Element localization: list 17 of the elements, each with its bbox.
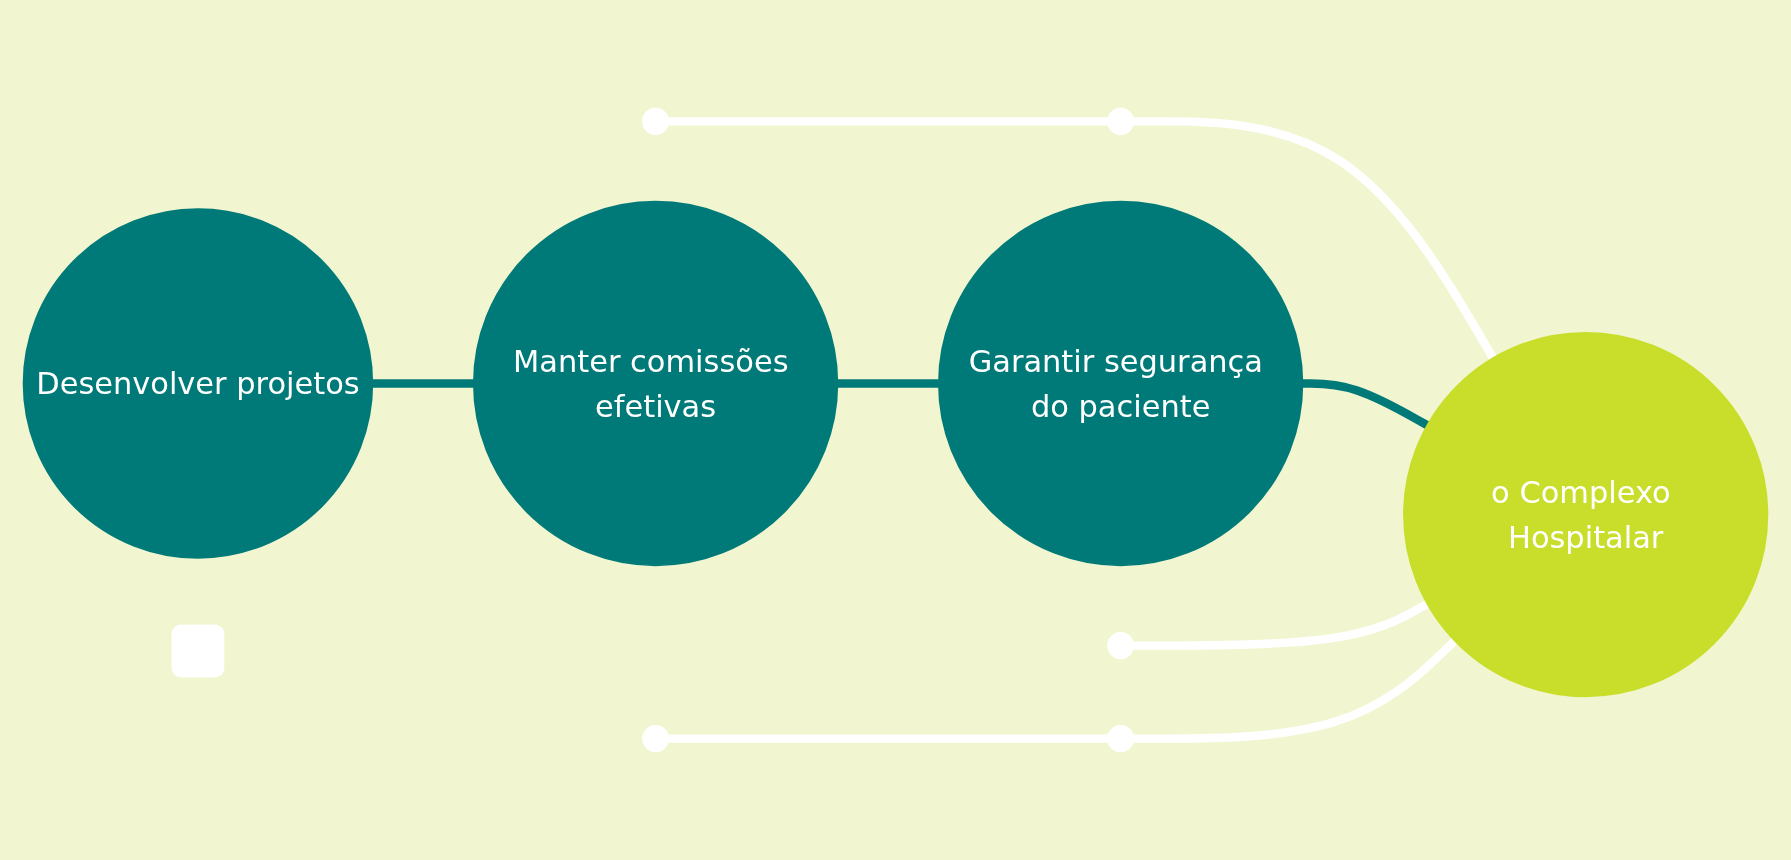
connector bbox=[837, 379, 939, 388]
node-circle bbox=[1107, 725, 1135, 753]
connector bbox=[668, 117, 1108, 126]
node-circle bbox=[1107, 632, 1135, 660]
connector bbox=[1133, 600, 1430, 650]
connector bbox=[668, 734, 1108, 743]
connector bbox=[1133, 117, 1497, 361]
node-circle: Manter comissões efetivas bbox=[472, 200, 839, 567]
connector bbox=[1133, 637, 1458, 743]
connector bbox=[1302, 379, 1430, 429]
connector bbox=[372, 379, 474, 388]
node-circle: Desenvolver projetos bbox=[22, 208, 374, 559]
node-circle bbox=[1107, 107, 1135, 135]
node-circle: Garantir segurança do paciente bbox=[938, 200, 1304, 567]
node-circle: o Complexo Hospitalar bbox=[1403, 331, 1769, 698]
node-circle bbox=[642, 725, 670, 753]
node-circle bbox=[642, 107, 670, 135]
